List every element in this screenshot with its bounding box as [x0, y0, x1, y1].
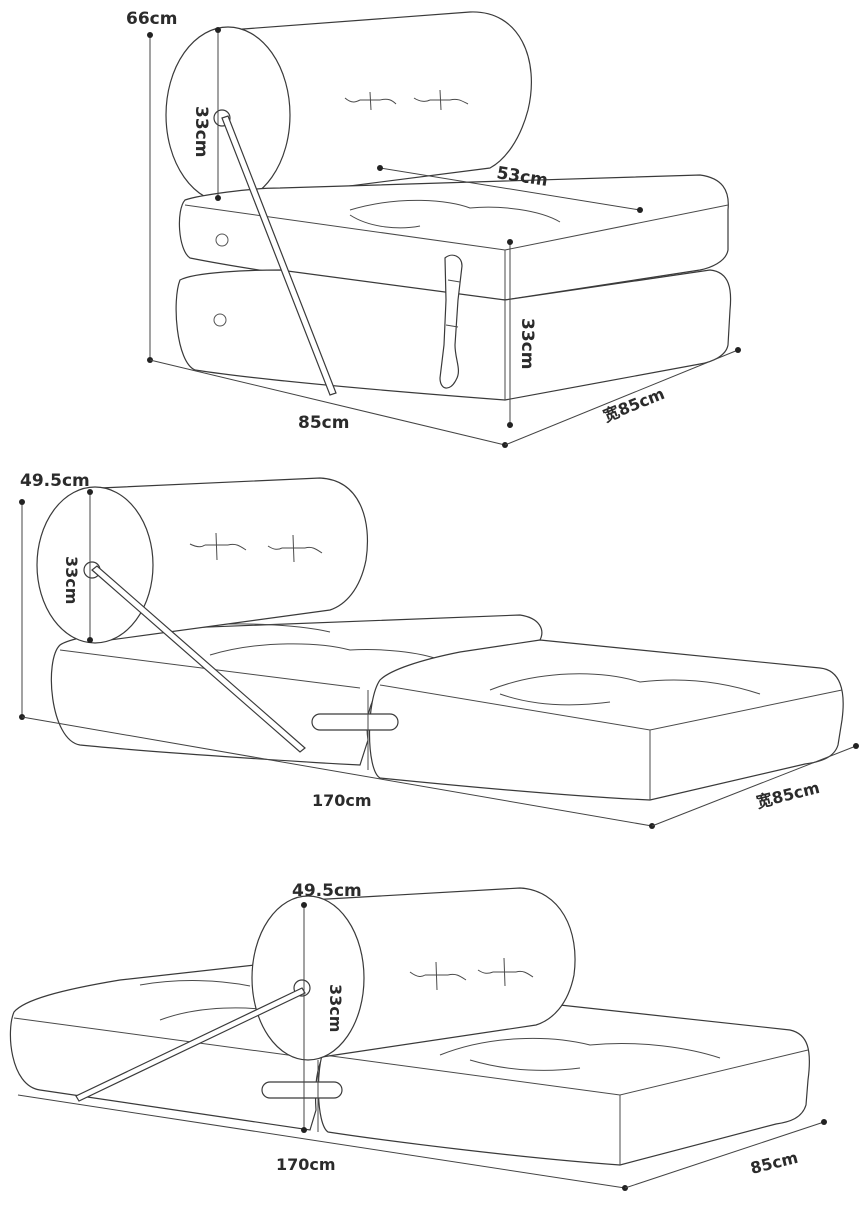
view-chair: 66cm 33cm 53cm 33cm 85cm 宽85cm — [126, 9, 741, 448]
length-label: 170cm — [276, 1155, 336, 1174]
leg-cushion — [368, 639, 844, 801]
length-label: 170cm — [312, 791, 372, 810]
tie-rod — [221, 115, 337, 396]
bolster-pillow — [165, 11, 532, 204]
dimension-lines — [147, 27, 741, 448]
height-label: 49.5cm — [20, 471, 90, 491]
view-lounger: 49.5cm 33cm 170cm 宽85cm — [19, 471, 859, 829]
dimension-lines — [17, 902, 827, 1191]
right-cushion — [317, 1004, 811, 1166]
tie-rod — [91, 565, 306, 753]
bolster-pillow — [251, 887, 576, 1061]
height-label: 66cm — [126, 9, 177, 29]
bolster-label: 33cm — [191, 106, 211, 157]
width-label: 宽85cm — [754, 778, 821, 812]
carry-handle — [261, 1060, 343, 1132]
bolster-label: 33cm — [62, 556, 81, 604]
view-flat: 49.5cm 33cm 170cm 85cm — [9, 881, 827, 1191]
width-label: 85cm — [748, 1148, 800, 1178]
width-label: 宽85cm — [600, 384, 667, 426]
bolster-label: 33cm — [326, 984, 345, 1032]
height-label: 49.5cm — [292, 881, 362, 901]
block-height-label: 33cm — [517, 318, 537, 369]
length-label: 85cm — [298, 413, 349, 433]
bolster-pillow — [36, 477, 369, 644]
upper-cushion — [178, 174, 729, 301]
dimension-lines — [19, 489, 859, 829]
carry-handle — [311, 690, 399, 770]
carry-handle — [439, 254, 463, 389]
